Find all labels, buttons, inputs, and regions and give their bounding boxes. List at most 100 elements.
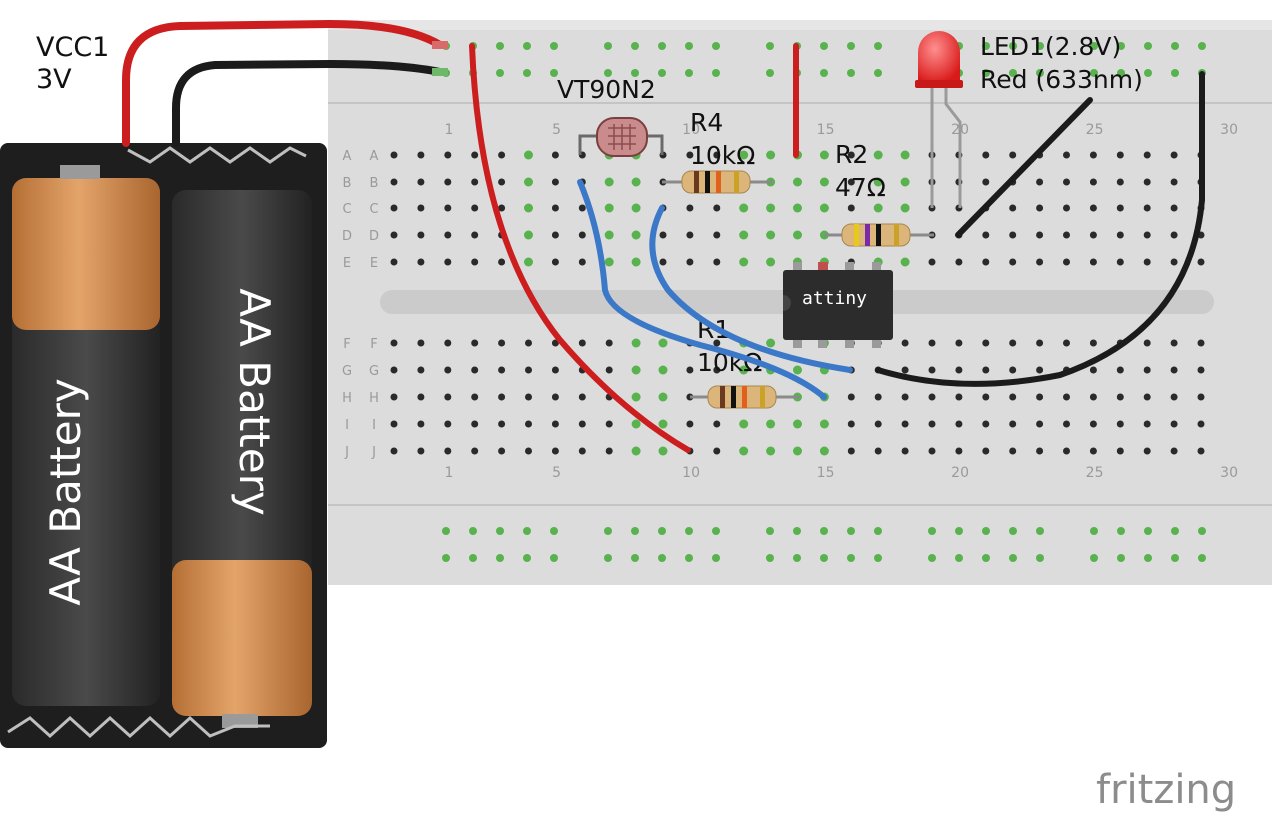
breadboard-hole bbox=[498, 151, 506, 159]
rail-hole bbox=[604, 554, 612, 562]
breadboard-hole bbox=[1089, 393, 1097, 401]
rail-hole bbox=[550, 554, 558, 562]
breadboard-hole bbox=[739, 257, 749, 267]
rail-hole bbox=[955, 527, 963, 535]
breadboard-hole bbox=[525, 447, 532, 455]
breadboard-hole bbox=[417, 393, 425, 401]
chip-body bbox=[783, 270, 893, 340]
breadboard-hole bbox=[551, 393, 559, 401]
rail-hole bbox=[631, 554, 639, 562]
breadboard-hole bbox=[471, 393, 479, 401]
breadboard-hole bbox=[658, 365, 668, 375]
chip-label: attiny bbox=[802, 288, 867, 309]
breadboard-hole bbox=[1197, 258, 1205, 266]
rail-hole bbox=[712, 69, 720, 77]
row-letter: H bbox=[342, 391, 352, 406]
breadboard-hole bbox=[928, 258, 936, 266]
row-letter: G bbox=[342, 364, 352, 379]
breadboard-hole bbox=[390, 339, 398, 347]
breadboard-hole bbox=[471, 447, 479, 455]
breadboard-hole bbox=[417, 339, 425, 347]
column-number: 15 bbox=[817, 122, 835, 138]
rail-hole bbox=[1144, 554, 1152, 562]
breadboard-hole bbox=[471, 339, 479, 347]
breadboard-hole bbox=[1063, 420, 1070, 428]
breadboard-hole bbox=[1089, 258, 1097, 266]
breadboard-hole bbox=[766, 338, 776, 348]
breadboard-hole bbox=[1036, 393, 1044, 401]
breadboard-hole bbox=[793, 230, 802, 240]
breadboard-hole bbox=[1170, 366, 1178, 374]
wire-blue-r4-to-chip bbox=[649, 205, 853, 373]
breadboard-hole bbox=[1036, 420, 1044, 428]
chip-notch bbox=[783, 295, 791, 311]
breadboard-hole bbox=[982, 339, 990, 347]
column-number: 10 bbox=[682, 465, 700, 481]
breadboard-hole bbox=[417, 258, 425, 266]
column-number: 20 bbox=[951, 465, 969, 481]
breadboard-hole bbox=[417, 420, 425, 428]
resistor-r1-band-1 bbox=[720, 386, 725, 408]
breadboard-hole bbox=[686, 151, 694, 159]
breadboard-hole bbox=[686, 393, 694, 401]
breadboard-hole bbox=[1197, 366, 1205, 374]
breadboard-hole bbox=[498, 258, 506, 266]
breadboard-hole bbox=[390, 420, 398, 428]
breadboard-hole bbox=[1089, 420, 1097, 428]
battery-left-terminal bbox=[60, 165, 100, 179]
breadboard-hole bbox=[873, 150, 883, 160]
rail-hole bbox=[1171, 69, 1179, 77]
row-letter: G bbox=[369, 364, 379, 379]
breadboard-hole bbox=[1170, 393, 1178, 401]
rail-hole bbox=[1144, 69, 1152, 77]
breadboard-hole bbox=[444, 231, 452, 239]
breadboard-hole bbox=[874, 447, 882, 455]
rail-hole bbox=[685, 527, 693, 535]
breadboard-hole bbox=[605, 366, 613, 374]
breadboard-hole bbox=[1063, 231, 1070, 239]
rail-hole bbox=[1090, 554, 1098, 562]
battery-name-label: VCC1 bbox=[36, 32, 109, 63]
breadboard-hole bbox=[1089, 151, 1097, 159]
breadboard-hole bbox=[1170, 231, 1178, 239]
breadboard-hole bbox=[1036, 339, 1044, 347]
breadboard-hole bbox=[766, 150, 776, 160]
breadboard-hole bbox=[686, 204, 694, 212]
breadboard-hole bbox=[1170, 339, 1178, 347]
breadboard-hole bbox=[713, 366, 721, 374]
rail-hole bbox=[820, 69, 828, 77]
rail-hole bbox=[658, 554, 666, 562]
photoresistor-leg-right bbox=[644, 134, 664, 155]
breadboard-hole bbox=[578, 258, 586, 266]
column-number: 30 bbox=[1220, 465, 1238, 481]
row-letter: I bbox=[372, 418, 376, 433]
battery-cell-right-band bbox=[172, 560, 312, 716]
chip-pin-highlight bbox=[818, 262, 828, 274]
rail-hole bbox=[496, 527, 504, 535]
breadboard-hole bbox=[551, 151, 559, 159]
wire-black-chip-to-rail bbox=[875, 71, 1205, 387]
breadboard-hole bbox=[1116, 178, 1124, 186]
resistor-r2-band-2 bbox=[865, 224, 870, 246]
rail-hole bbox=[658, 69, 666, 77]
breadboard-hole bbox=[1197, 339, 1205, 347]
breadboard-hole bbox=[444, 339, 452, 347]
rail-hole bbox=[1009, 42, 1017, 50]
breadboard-hole bbox=[982, 420, 990, 428]
column-number: 15 bbox=[817, 465, 835, 481]
breadboard-hole bbox=[955, 366, 963, 374]
breadboard-hole bbox=[1143, 339, 1151, 347]
wire-red-power-to-j10 bbox=[469, 43, 691, 453]
column-number: 5 bbox=[552, 122, 561, 138]
column-number: 25 bbox=[1086, 465, 1104, 481]
breadboard-hole bbox=[1143, 231, 1151, 239]
rail-hole bbox=[1090, 527, 1098, 535]
breadboard-hole bbox=[793, 446, 802, 456]
breadboard-hole bbox=[524, 257, 533, 267]
breadboard-hole bbox=[1036, 231, 1044, 239]
rail-hole bbox=[982, 554, 990, 562]
resistor-r1-band-3 bbox=[742, 386, 747, 408]
rail-hole bbox=[496, 42, 504, 50]
breadboard-hole bbox=[1009, 447, 1017, 455]
breadboard-hole bbox=[874, 393, 882, 401]
